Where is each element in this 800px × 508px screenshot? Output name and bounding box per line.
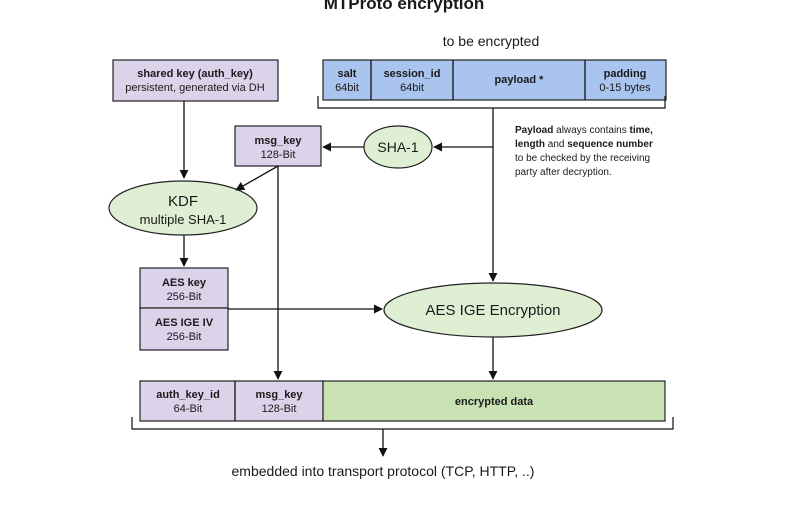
payload-note-line-4: party after decryption.	[515, 167, 612, 178]
field-payload-title: payload *	[495, 74, 545, 86]
shared-key-subtitle: persistent, generated via DH	[125, 82, 264, 94]
plaintext-message-row: salt 64bit session_id 64bit payload * pa…	[322, 59, 667, 101]
output-field-auth-key-id: auth_key_id 64-Bit	[156, 389, 220, 415]
plaintext-brace	[317, 96, 666, 109]
diagram-title: MTProto encryption	[324, 0, 485, 13]
field-salt: salt 64bit	[335, 68, 359, 94]
aes-key-title: AES key	[162, 277, 207, 289]
auth-key-id-size: 64-Bit	[174, 403, 203, 415]
to-be-encrypted-label: to be encrypted	[443, 33, 540, 49]
arrow-msgkey-to-kdf	[235, 165, 279, 191]
msg-key-subtitle: 128-Bit	[261, 149, 296, 161]
aes-key-box: AES key 256-Bit	[139, 267, 229, 309]
aes-iv-box: AES IGE IV 256-Bit	[139, 307, 229, 351]
aes-encryption-label: AES IGE Encryption	[425, 302, 560, 319]
field-session-id-title: session_id	[384, 68, 441, 80]
msg-key-title: msg_key	[254, 135, 302, 147]
output-brace	[131, 417, 674, 430]
output-field-msg-key: msg_key 128-Bit	[255, 389, 303, 415]
field-payload: payload *	[495, 74, 545, 86]
auth-key-id-title: auth_key_id	[156, 389, 220, 401]
sha1-label: SHA-1	[377, 139, 418, 155]
aes-iv-subtitle: 256-Bit	[167, 331, 202, 343]
sha1-node: SHA-1	[363, 125, 433, 169]
kdf-title: KDF	[168, 193, 198, 210]
flow-arrows	[179, 101, 498, 457]
payload-note-line-1: Payload always contains time,	[515, 125, 653, 136]
kdf-node: KDF multiple SHA-1	[108, 180, 258, 236]
field-padding-title: padding	[604, 68, 647, 80]
aes-encryption-node: AES IGE Encryption	[383, 282, 603, 338]
aes-key-subtitle: 256-Bit	[167, 291, 202, 303]
field-session-id: session_id 64bit	[384, 68, 441, 94]
aes-iv-title: AES IGE IV	[155, 317, 214, 329]
output-message-row: auth_key_id 64-Bit msg_key 128-Bit encry…	[139, 380, 666, 422]
payload-note-line-2: length and sequence number	[515, 139, 653, 150]
transport-label: embedded into transport protocol (TCP, H…	[232, 463, 535, 479]
output-field-encrypted-data: encrypted data	[455, 396, 534, 408]
kdf-subtitle: multiple SHA-1	[140, 212, 227, 227]
shared-key-title: shared key (auth_key)	[137, 68, 253, 80]
shared-key-box: shared key (auth_key) persistent, genera…	[112, 59, 279, 102]
field-salt-title: salt	[338, 68, 357, 80]
payload-note: Payload always contains time, length and…	[515, 125, 653, 178]
field-padding-size: 0-15 bytes	[599, 82, 651, 94]
field-session-id-size: 64bit	[400, 82, 424, 94]
output-msg-key-title: msg_key	[255, 389, 303, 401]
field-salt-size: 64bit	[335, 82, 359, 94]
output-msg-key-size: 128-Bit	[262, 403, 297, 415]
encrypted-data-label: encrypted data	[455, 396, 534, 408]
field-padding: padding 0-15 bytes	[599, 68, 651, 94]
payload-note-line-3: to be checked by the receiving	[515, 153, 650, 164]
msg-key-box: msg_key 128-Bit	[234, 125, 322, 167]
